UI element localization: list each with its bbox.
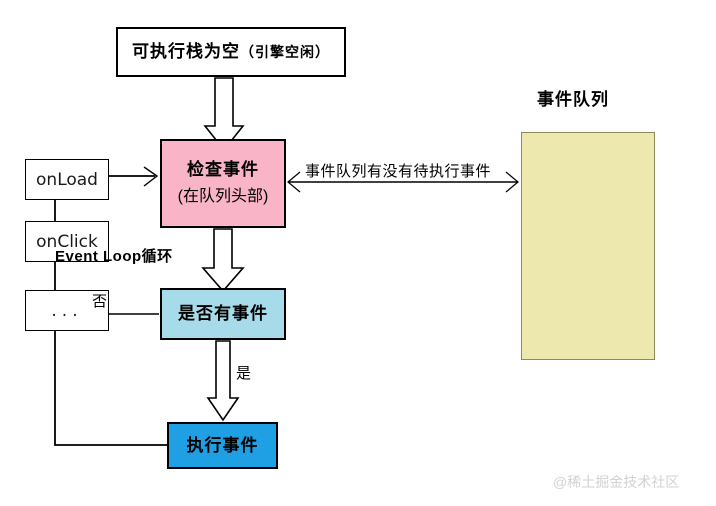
watermark: @稀土掘金技术社区 [553, 474, 680, 490]
node-check-event-main: 检查事件 [187, 160, 259, 180]
node-has-event: 是否有事件 [160, 288, 286, 340]
label-branch-yes: 是 [236, 365, 252, 382]
queue-item: ... [25, 290, 109, 331]
label-queue-question: 事件队列有没有待执行事件 [305, 163, 492, 180]
event-queue-panel [521, 132, 655, 360]
arrow-check-to-queue [287, 171, 519, 193]
label-branch-no: 否 [92, 293, 108, 310]
node-stack-empty-sub: （引擎空闲） [240, 44, 330, 61]
arrow-check-to-decision [201, 228, 245, 293]
node-exec-event-label: 执行事件 [186, 435, 259, 455]
node-check-event-sub: (在队列头部) [177, 187, 269, 205]
node-stack-empty-main: 可执行栈为空 [132, 42, 240, 62]
queue-title: 事件队列 [537, 90, 609, 109]
node-exec-event: 执行事件 [167, 422, 278, 469]
label-event-loop: Event Loop循环 [55, 248, 173, 265]
queue-item: onLoad [25, 159, 109, 200]
node-stack-empty: 可执行栈为空（引擎空闲） [116, 27, 346, 77]
arrow-decision-to-exec [206, 340, 240, 422]
node-check-event: 检查事件 (在队列头部) [160, 139, 286, 228]
queue-item: onClick [25, 221, 109, 262]
node-stack-empty-label: 可执行栈为空（引擎空闲） [132, 41, 330, 62]
node-has-event-label: 是否有事件 [178, 304, 268, 324]
arrow-stack-to-check [203, 77, 245, 152]
